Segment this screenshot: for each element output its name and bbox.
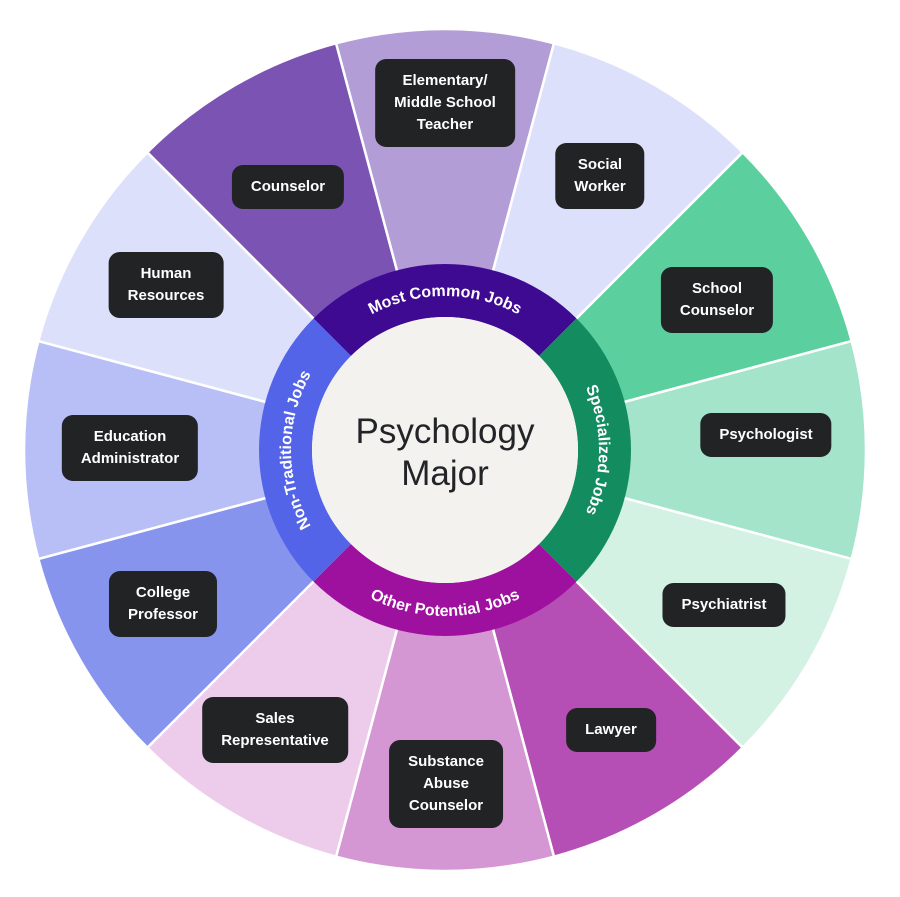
group-ring-segment xyxy=(539,318,631,582)
job-label: Education Administrator xyxy=(61,415,199,481)
job-label: Human Resources xyxy=(108,252,224,318)
group-ring-segment xyxy=(259,318,351,582)
job-label: Sales Representative xyxy=(202,697,348,763)
job-label: College Professor xyxy=(108,571,218,637)
center-circle xyxy=(312,317,578,583)
group-ring-segment xyxy=(313,544,577,636)
job-label: Counselor xyxy=(231,165,345,209)
group-ring-segment xyxy=(313,264,577,356)
center-title: Psychology Major xyxy=(355,412,535,493)
job-label: Substance Abuse Counselor xyxy=(389,740,503,828)
job-label: School Counselor xyxy=(660,267,774,333)
job-label: Social Worker xyxy=(555,143,645,209)
job-label: Lawyer xyxy=(566,708,656,752)
job-label: Psychiatrist xyxy=(662,583,786,627)
job-label: Psychologist xyxy=(700,413,832,457)
job-label: Elementary/ Middle School Teacher xyxy=(375,59,515,147)
